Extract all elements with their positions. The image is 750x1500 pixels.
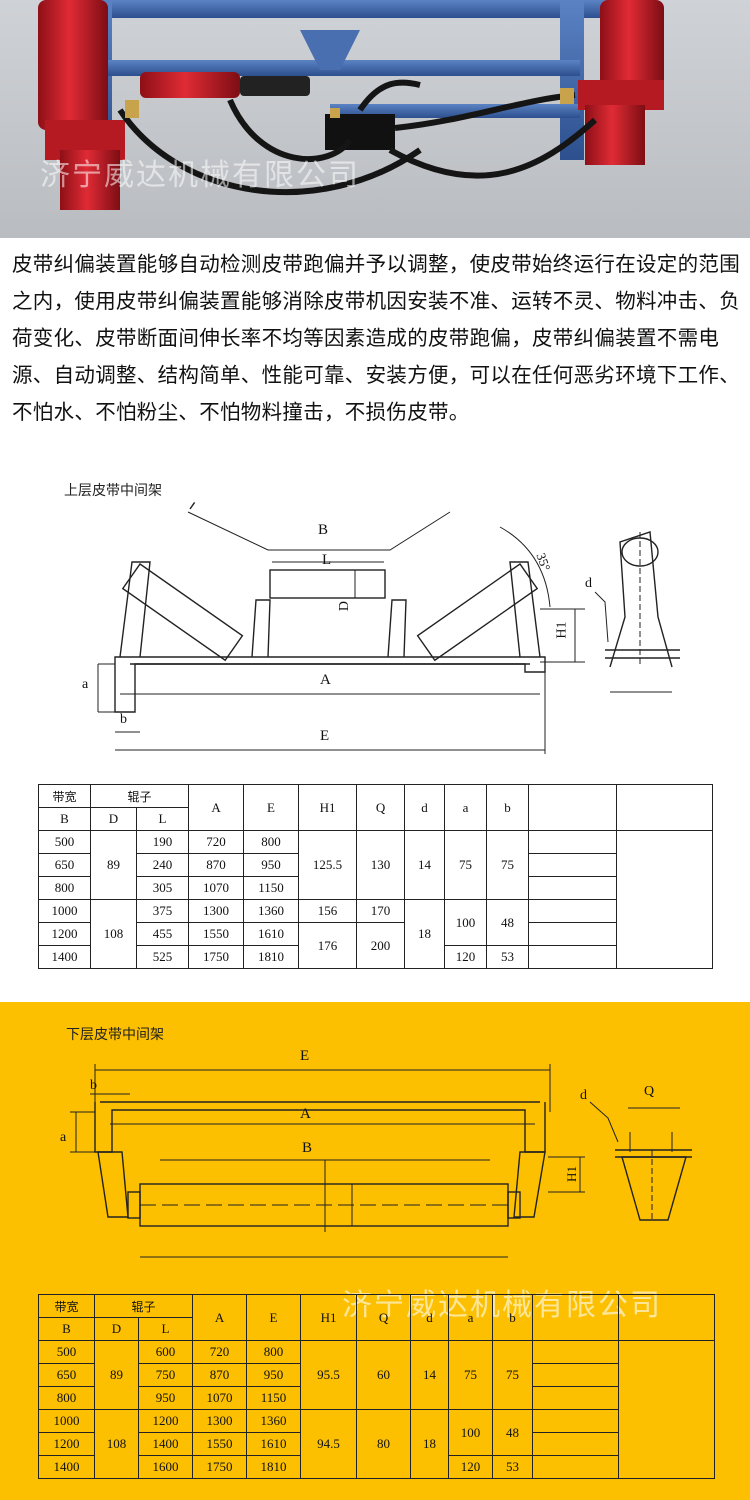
upper-idler-drawing xyxy=(97,502,680,754)
upper-label-b: b xyxy=(120,712,127,727)
th-a: a xyxy=(444,784,488,831)
th-width: 带宽 xyxy=(38,1294,95,1318)
th-width: 带宽 xyxy=(38,784,91,808)
empty-cell xyxy=(616,784,714,831)
upper-label-d: d xyxy=(585,576,592,591)
upper-label-D: D xyxy=(337,600,353,612)
th-D: D xyxy=(90,807,137,831)
th-roller: 辊子 xyxy=(89,784,190,808)
upper-label-E: E xyxy=(320,728,330,744)
th-E: E xyxy=(246,1294,302,1341)
upper-label-B: B xyxy=(318,522,329,538)
lower-label-A: A xyxy=(300,1106,311,1122)
th-L: L xyxy=(137,1317,194,1341)
th-width-sub: B xyxy=(38,1317,95,1341)
lower-label-B: B xyxy=(302,1140,313,1156)
upper-spec-table: 带宽 辊子 A E H1 Q d a b B D L 500 89 190 72… xyxy=(38,784,714,969)
table-row: 1200 455 1550 1610 176 200 xyxy=(38,922,713,969)
product-description: 皮带纠偏装置能够自动检测皮带跑偏并予以调整，使皮带始终运行在设定的范围之内，使用… xyxy=(12,252,740,424)
table-row: 1000 108 1200 1300 1360 94.5 80 18 100 4… xyxy=(38,1409,715,1479)
table-row: 500 89 190 720 800 125.5 130 14 75 75 xyxy=(38,830,714,969)
th-b: b xyxy=(492,1294,534,1341)
th-a: a xyxy=(448,1294,494,1341)
upper-label-H1: H1 xyxy=(554,621,570,639)
table-row: 1400 525 1750 1810 120 53 xyxy=(38,945,713,969)
valve-block xyxy=(325,114,395,150)
th-width-sub: B xyxy=(38,807,91,831)
empty-cell xyxy=(528,784,618,831)
lower-label-Q: Q xyxy=(644,1084,655,1099)
th-E: E xyxy=(243,784,300,831)
th-Q: Q xyxy=(356,784,406,831)
th-roller: 辊子 xyxy=(93,1294,194,1318)
upper-label-L: L xyxy=(322,552,332,568)
upper-drawing-title: 上层皮带中间架 xyxy=(64,483,162,499)
lower-label-H1: H1 xyxy=(563,1166,579,1182)
lower-label-b: b xyxy=(90,1078,97,1093)
table-row: 1400 1600 1750 1810 120 53 xyxy=(38,1455,715,1479)
table-row: 650 750 870 950 xyxy=(38,1363,715,1387)
upper-label-A: A xyxy=(320,672,331,688)
lower-label-a: a xyxy=(60,1130,67,1145)
table-row: 800 305 1070 1150 xyxy=(38,876,713,900)
th-d: d xyxy=(410,1294,450,1341)
empty-cell xyxy=(532,1294,620,1341)
th-b: b xyxy=(486,784,530,831)
table-row: 1000 108 375 1300 1360 156 170 18 100 48 xyxy=(38,899,713,969)
lower-label-E: E xyxy=(300,1048,310,1064)
upper-idler-section: 上层皮带中间架 xyxy=(0,472,750,1002)
right-hydraulic-cylinder xyxy=(600,0,664,100)
th-d: d xyxy=(404,784,446,831)
table-row: 500 89 600 720 800 95.5 60 14 75 75 xyxy=(38,1340,716,1479)
th-Q: Q xyxy=(356,1294,412,1341)
lower-label-d: d xyxy=(580,1088,587,1103)
empty-cell xyxy=(618,1294,716,1341)
upper-label-a: a xyxy=(82,677,89,692)
lower-drawing-title: 下层皮带中间架 xyxy=(66,1027,164,1043)
th-H1: H1 xyxy=(298,784,358,831)
left-hydraulic-cylinder xyxy=(38,0,108,130)
th-H1: H1 xyxy=(300,1294,358,1341)
belt-deviation-device-illustration xyxy=(0,0,750,238)
th-A: A xyxy=(188,784,245,831)
th-A: A xyxy=(192,1294,248,1341)
lower-idler-drawing xyxy=(70,1064,692,1258)
th-D: D xyxy=(94,1317,139,1341)
lower-idler-section: 下层皮带中间架 xyxy=(0,1002,750,1500)
photo-watermark: 济宁威达机械有限公司 xyxy=(40,158,360,193)
th-L: L xyxy=(135,807,190,831)
product-photo: 济宁威达机械有限公司 xyxy=(0,0,750,238)
lower-spec-table: 带宽 辊子 A E H1 Q d a b B D L 500 89 600 72… xyxy=(38,1294,716,1479)
